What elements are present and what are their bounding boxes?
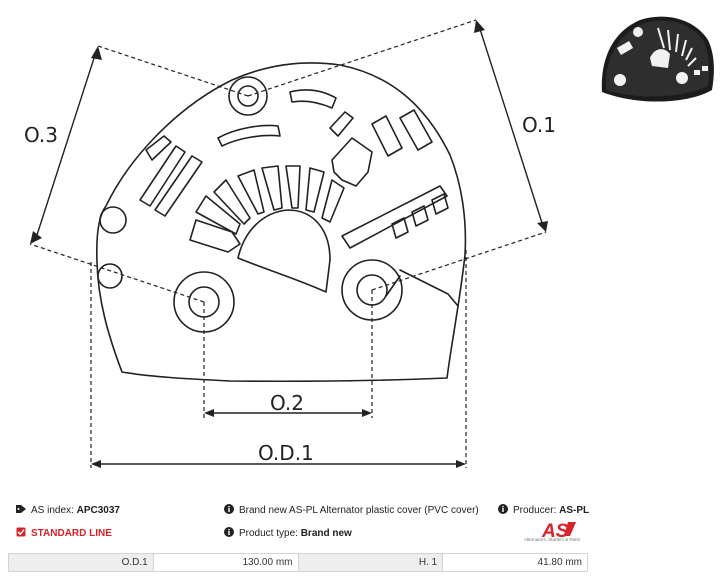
standard-line-label: STANDARD LINE [31, 528, 112, 539]
info-icon [224, 504, 234, 514]
top-mount-outer [228, 76, 268, 116]
product-type-label: Product type: [239, 528, 298, 539]
checkbox-checked-icon [16, 527, 26, 537]
product-photo [601, 16, 714, 102]
as-index: AS index: APC3037 [16, 504, 120, 516]
as-index-label: AS index: [31, 505, 74, 516]
technical-drawing: O.1 O.3 O.2 O.D.1 [24, 19, 556, 468]
description-text: Brand new AS-PL Alternator plastic cover… [239, 505, 479, 516]
producer-label: Producer: [513, 505, 557, 516]
spec-value: 130.00 mm [152, 553, 299, 572]
standard-line: STANDARD LINE [16, 527, 112, 539]
logo-text: AS [541, 521, 569, 542]
cover-outline [96, 62, 467, 383]
producer: Producer: AS-PL [498, 504, 589, 516]
top-mount-inner [237, 85, 259, 107]
description: Brand new AS-PL Alternator plastic cover… [224, 504, 479, 516]
info-icon [224, 527, 234, 537]
label-o1: O.1 [522, 113, 556, 137]
as-pl-logo: AS [541, 521, 576, 542]
spec-value: 41.80 mm [442, 553, 588, 572]
central-dome [237, 209, 331, 293]
label-od1: O.D.1 [258, 441, 314, 465]
product-type-value: Brand new [300, 528, 352, 539]
spec-key: O.D.1 [8, 553, 154, 572]
info-icon [498, 504, 508, 514]
producer-value: AS-PL [559, 505, 590, 516]
as-index-value: APC3037 [76, 505, 120, 516]
spec-key: H. 1 [297, 553, 444, 572]
tag-icon [16, 505, 26, 513]
product-type: Product type: Brand new [224, 527, 352, 539]
left-lug [99, 206, 127, 234]
left-lower-lug [97, 263, 123, 289]
label-o2: O.2 [270, 391, 304, 415]
table-row: O.D.1 130.00 mm H. 1 41.80 mm [8, 553, 588, 572]
spec-table: O.D.1 130.00 mm H. 1 41.80 mm [8, 553, 588, 572]
logo-tagline: Alternators, Starters & Parts [524, 537, 581, 542]
label-o3: O.3 [24, 123, 58, 147]
